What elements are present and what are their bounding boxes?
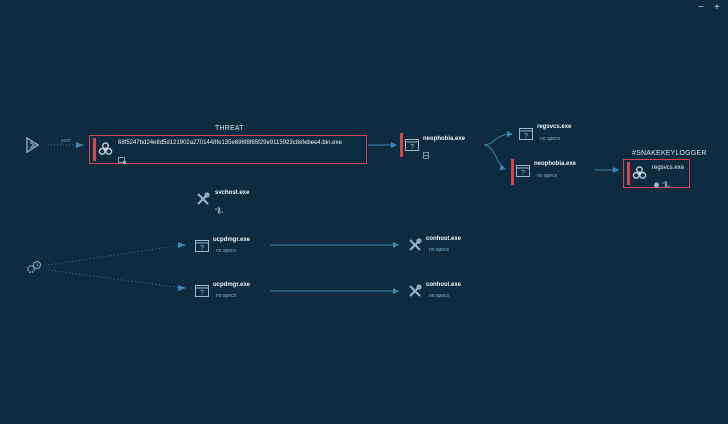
tools-icon xyxy=(408,238,422,257)
network-icon xyxy=(215,201,223,219)
unknown-window-icon: ? xyxy=(195,284,209,302)
tools-icon xyxy=(196,192,210,211)
process-name[interactable]: ucpdmgr.exe xyxy=(213,237,251,243)
unknown-window-icon: ? xyxy=(519,127,533,145)
process-name: regsvcs.exe xyxy=(652,165,685,171)
play-icon[interactable] xyxy=(25,136,40,158)
gears-clock-icon[interactable] xyxy=(26,260,42,279)
unknown-window-icon: ? xyxy=(516,164,530,182)
threat-group-label: THREAT xyxy=(215,125,244,132)
process-node-threat[interactable] xyxy=(89,135,367,164)
threat-marker xyxy=(93,138,96,161)
no-specs-label: no specs xyxy=(429,247,450,253)
malware-family-label: #SNAKEKEYLOGGER xyxy=(632,150,707,157)
expand-button[interactable]: + xyxy=(714,2,720,13)
no-specs-label: no specs xyxy=(537,173,558,179)
screen-icon xyxy=(118,151,126,169)
svg-text:?: ? xyxy=(521,170,525,177)
biohazard-icon xyxy=(98,142,113,162)
process-name[interactable]: neophobia.exe xyxy=(534,161,577,167)
threat-marker xyxy=(400,133,403,157)
registry-icon xyxy=(423,146,429,164)
bug-icon xyxy=(653,175,660,193)
unknown-window-icon: ? xyxy=(405,138,419,156)
process-name: 68f5247bd24e8d5d121902a2701448fe135e696f… xyxy=(118,140,342,146)
no-specs-label: no specs xyxy=(216,248,237,254)
svg-text:?: ? xyxy=(200,290,204,297)
process-name[interactable]: conhost.exe xyxy=(426,236,462,242)
process-name[interactable]: conhost.exe xyxy=(426,282,462,288)
threat-marker xyxy=(511,159,514,185)
tools-icon xyxy=(408,284,422,303)
process-name[interactable]: regsvcs.exe xyxy=(537,124,572,130)
no-specs-label: no specs xyxy=(540,136,561,142)
svg-text:?: ? xyxy=(200,245,204,252)
process-name[interactable]: neophobia.exe xyxy=(423,136,466,142)
no-specs-label: no specs xyxy=(429,293,450,299)
start-edge-label: start xyxy=(61,138,71,144)
threat-marker xyxy=(627,162,630,185)
minimize-button[interactable]: − xyxy=(698,2,704,13)
network-icon xyxy=(662,175,670,193)
process-name[interactable]: ucpdmgr.exe xyxy=(213,282,251,288)
no-specs-label: no specs xyxy=(216,293,237,299)
unknown-window-icon: ? xyxy=(195,239,209,257)
svg-text:?: ? xyxy=(410,144,414,151)
svg-text:?: ? xyxy=(524,133,528,140)
biohazard-icon xyxy=(632,166,647,186)
process-name[interactable]: svchost.exe xyxy=(215,190,250,196)
